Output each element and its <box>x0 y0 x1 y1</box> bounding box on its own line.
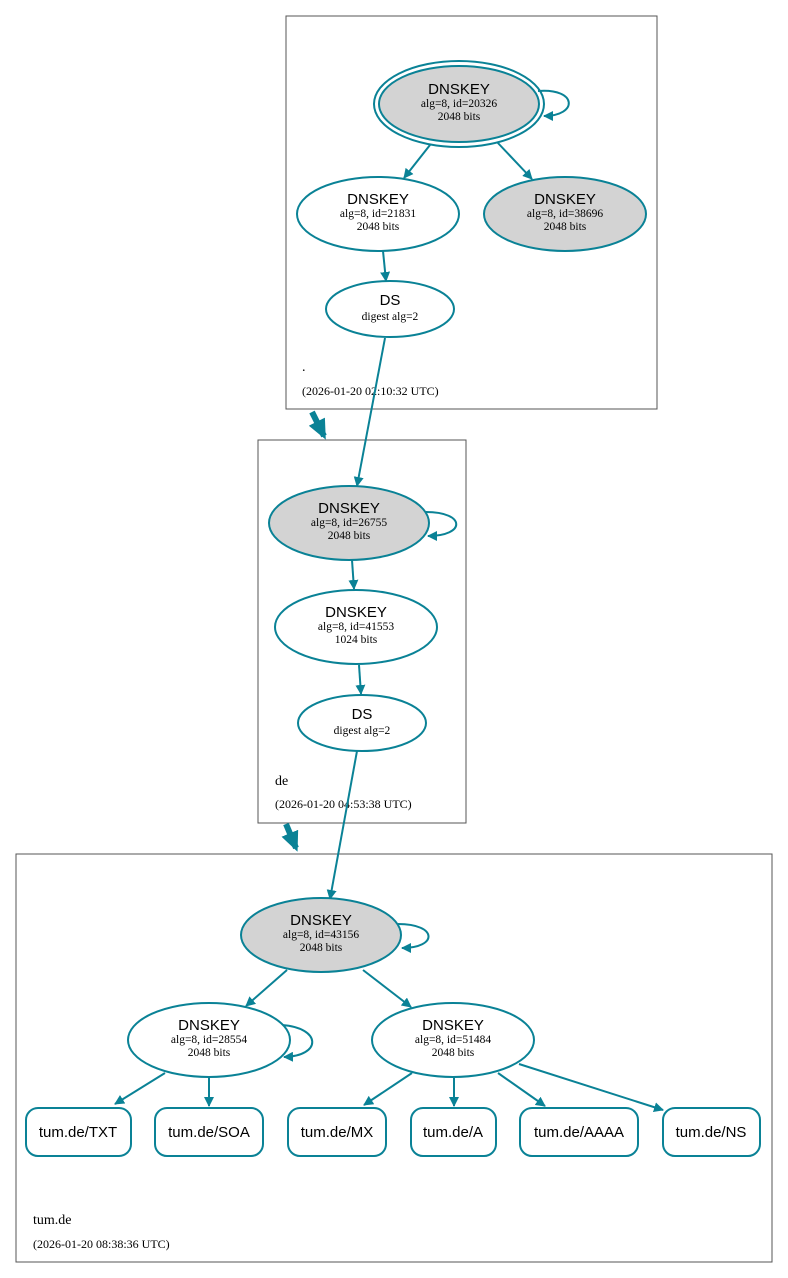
svg-text:alg=8, id=28554: alg=8, id=28554 <box>171 1034 247 1046</box>
svg-text:alg=8, id=21831: alg=8, id=21831 <box>340 208 416 220</box>
svg-text:2048 bits: 2048 bits <box>438 111 481 123</box>
edge-tum-zsk1-self <box>281 1024 314 1062</box>
edge-de-zsk-ds <box>355 664 366 695</box>
svg-text:DNSKEY: DNSKEY <box>534 191 596 208</box>
node-root-zsk: DNSKEY alg=8, id=21831 2048 bits <box>296 176 460 252</box>
svg-text:digest alg=2: digest alg=2 <box>362 311 419 323</box>
svg-text:2048 bits: 2048 bits <box>328 530 371 542</box>
svg-text:alg=8, id=26755: alg=8, id=26755 <box>311 517 387 529</box>
svg-text:digest alg=2: digest alg=2 <box>334 725 391 737</box>
edge-zsk2-ns <box>518 1063 664 1113</box>
svg-text:DS: DS <box>380 292 401 309</box>
edge-zsk2-aaaa <box>497 1072 546 1107</box>
edge-root-ksk-zsk <box>403 144 431 179</box>
svg-text:2048 bits: 2048 bits <box>432 1047 475 1059</box>
node-root-ksk: DNSKEY alg=8, id=20326 2048 bits <box>373 60 545 148</box>
edge-ds-tum-ksk <box>326 750 358 900</box>
svg-text:2048 bits: 2048 bits <box>544 221 587 233</box>
svg-text:2048 bits: 2048 bits <box>188 1047 231 1059</box>
zone-root-time: (2026-01-20 02:10:32 UTC) <box>302 384 439 398</box>
svg-text:DNSKEY: DNSKEY <box>178 1017 240 1034</box>
svg-text:tum.de/A: tum.de/A <box>423 1124 483 1141</box>
svg-text:tum.de/MX: tum.de/MX <box>301 1124 374 1141</box>
svg-text:tum.de/SOA: tum.de/SOA <box>168 1124 250 1141</box>
svg-text:tum.de/NS: tum.de/NS <box>676 1124 747 1141</box>
zone-tum-time: (2026-01-20 08:38:36 UTC) <box>33 1237 170 1251</box>
zone-de-name: de <box>275 774 288 789</box>
delegation-arrow-de-tum <box>281 822 299 852</box>
svg-text:1024 bits: 1024 bits <box>335 634 378 646</box>
node-tum-zsk-51484: DNSKEY alg=8, id=51484 2048 bits <box>371 1002 535 1078</box>
svg-text:alg=8, id=38696: alg=8, id=38696 <box>527 208 603 220</box>
edge-tum-ksk-zsk2 <box>362 969 412 1008</box>
edge-root-ksk-key2 <box>496 141 533 180</box>
edge-ds-de-ksk <box>353 337 386 487</box>
record-a: tum.de/A <box>410 1107 497 1157</box>
edge-zsk2-mx <box>363 1072 413 1106</box>
node-de-zsk: DNSKEY alg=8, id=41553 1024 bits <box>274 589 438 665</box>
record-aaaa: tum.de/AAAA <box>519 1107 639 1157</box>
svg-text:alg=8, id=20326: alg=8, id=20326 <box>421 98 497 110</box>
node-root-key2: DNSKEY alg=8, id=38696 2048 bits <box>483 176 647 252</box>
svg-text:alg=8, id=41553: alg=8, id=41553 <box>318 621 394 633</box>
node-tum-ds: DS digest alg=2 <box>297 694 427 752</box>
record-ns: tum.de/NS <box>662 1107 761 1157</box>
svg-text:alg=8, id=43156: alg=8, id=43156 <box>283 929 359 941</box>
svg-text:DNSKEY: DNSKEY <box>422 1017 484 1034</box>
edge-tum-ksk-self <box>397 923 430 953</box>
edge-de-ksk-zsk <box>348 559 359 590</box>
edge-tum-ksk-zsk1 <box>245 969 288 1007</box>
svg-text:DNSKEY: DNSKEY <box>318 500 380 517</box>
node-de-ds: DS digest alg=2 <box>325 280 455 338</box>
svg-text:DNSKEY: DNSKEY <box>428 81 490 98</box>
edge-root-ksk-self <box>537 89 570 121</box>
edge-de-ksk-self <box>425 511 458 541</box>
svg-text:DS: DS <box>352 706 373 723</box>
svg-text:2048 bits: 2048 bits <box>357 221 400 233</box>
zone-root-name: . <box>302 360 306 375</box>
edge-zsk1-txt <box>114 1072 166 1105</box>
svg-text:tum.de/AAAA: tum.de/AAAA <box>534 1124 624 1141</box>
svg-text:DNSKEY: DNSKEY <box>325 604 387 621</box>
node-de-ksk: DNSKEY alg=8, id=26755 2048 bits <box>268 485 430 561</box>
zone-de-time: (2026-01-20 04:53:38 UTC) <box>275 797 412 811</box>
zone-tum-name: tum.de <box>33 1213 72 1228</box>
svg-text:2048 bits: 2048 bits <box>300 942 343 954</box>
node-tum-zsk-28554: DNSKEY alg=8, id=28554 2048 bits <box>127 1002 291 1078</box>
edge-root-zsk-ds <box>380 250 391 282</box>
svg-text:DNSKEY: DNSKEY <box>347 191 409 208</box>
node-tum-ksk: DNSKEY alg=8, id=43156 2048 bits <box>240 897 402 973</box>
record-soa: tum.de/SOA <box>154 1107 264 1157</box>
record-mx: tum.de/MX <box>287 1107 387 1157</box>
svg-text:tum.de/TXT: tum.de/TXT <box>39 1124 117 1141</box>
record-txt: tum.de/TXT <box>25 1107 132 1157</box>
svg-text:DNSKEY: DNSKEY <box>290 912 352 929</box>
svg-text:alg=8, id=51484: alg=8, id=51484 <box>415 1034 491 1046</box>
delegation-arrow-root-de <box>308 410 327 440</box>
